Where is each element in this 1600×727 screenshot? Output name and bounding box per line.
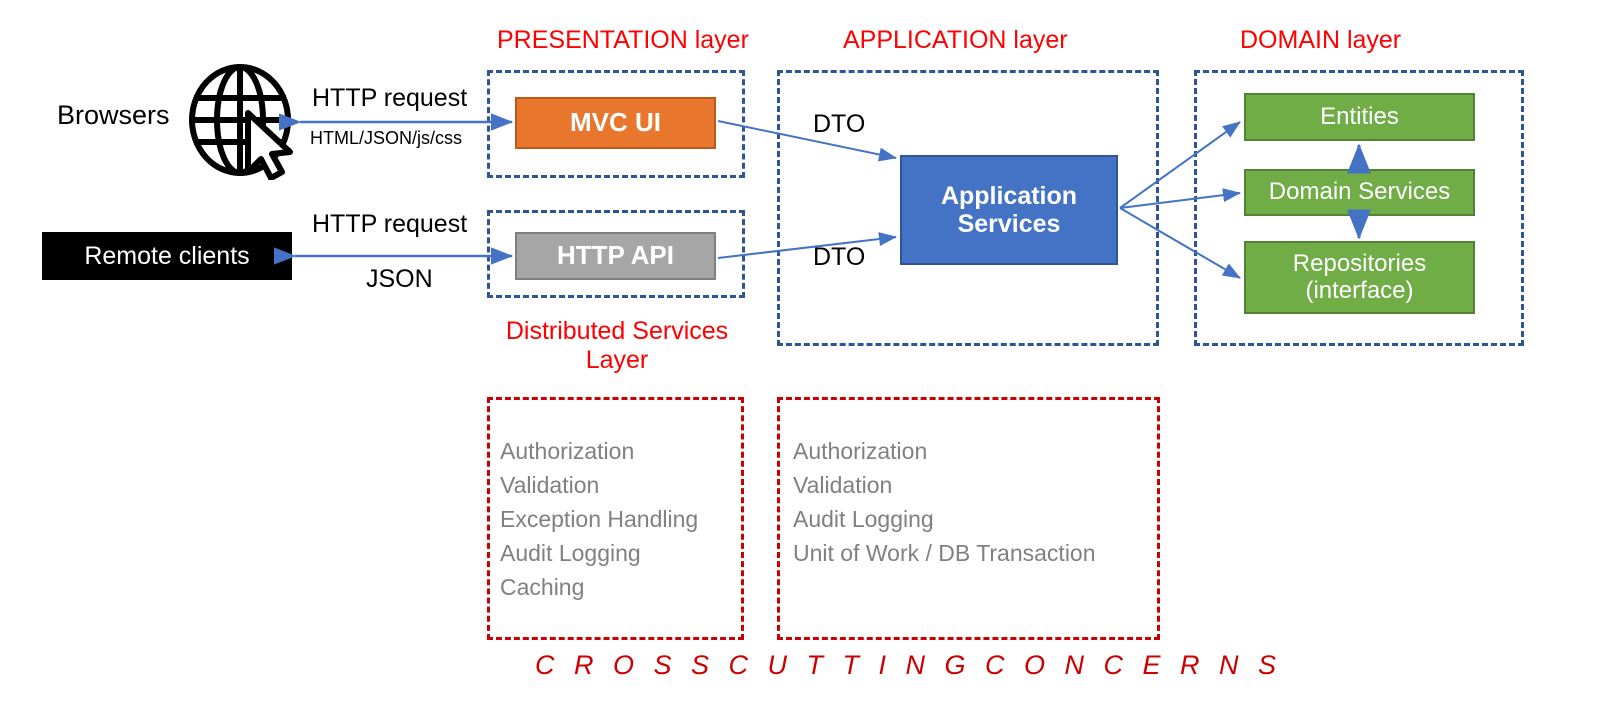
application-services-line-2: Services [957, 210, 1061, 238]
concern-item: Audit Logging [793, 506, 934, 532]
distributed-services-line-1: Distributed Services [505, 317, 729, 345]
http-api-box: HTTP API [515, 232, 716, 280]
domain-services-box: Domain Services [1244, 169, 1475, 216]
remote-response-label: JSON [366, 265, 433, 293]
concern-item: Authorization [793, 438, 928, 464]
globe-with-cursor-icon [189, 64, 293, 180]
browser-http-request-label: HTTP request [312, 84, 468, 112]
application-concerns-frame [777, 397, 1160, 640]
concern-item: Exception Handling [500, 506, 699, 532]
repositories-line-2: (interface) [1305, 276, 1414, 304]
application-services-box: Application Services [900, 155, 1118, 265]
layer-title-presentation: PRESENTATION layer [497, 26, 749, 54]
layer-title-application: APPLICATION layer [843, 26, 1068, 54]
application-services-line-1: Application [940, 182, 1078, 210]
presentation-concerns-frame [487, 397, 744, 640]
repositories-line-1: Repositories [1292, 249, 1427, 277]
concern-item: Caching [500, 574, 585, 600]
layer-title-domain: DOMAIN layer [1240, 26, 1402, 54]
cross-cutting-concerns-footer: C R O S S C U T T I N G C O N C E R N S [535, 650, 1283, 680]
concern-item: Unit of Work / DB Transaction [793, 540, 1096, 566]
mvc-ui-box: MVC UI [515, 97, 716, 149]
remote-clients-box: Remote clients [42, 232, 292, 280]
distributed-services-layer-label: Distributed Services Layer [492, 317, 742, 375]
concern-item: Authorization [500, 438, 635, 464]
entities-box: Entities [1244, 93, 1475, 141]
concern-item: Audit Logging [500, 540, 641, 566]
concern-item: Validation [500, 472, 600, 498]
dto-top-label: DTO [813, 110, 866, 138]
repositories-box: Repositories (interface) [1244, 241, 1475, 314]
browser-response-label: HTML/JSON/js/css [310, 128, 463, 148]
dto-bottom-label: DTO [813, 243, 866, 271]
presentation-concerns-list: Authorization Validation Exception Handl… [500, 434, 698, 604]
application-concerns-list: Authorization Validation Audit Logging U… [793, 434, 1096, 570]
concern-item: Validation [793, 472, 893, 498]
distributed-services-line-2: Layer [585, 345, 649, 374]
remote-http-request-label: HTTP request [312, 210, 468, 238]
browsers-label: Browsers [57, 100, 170, 130]
